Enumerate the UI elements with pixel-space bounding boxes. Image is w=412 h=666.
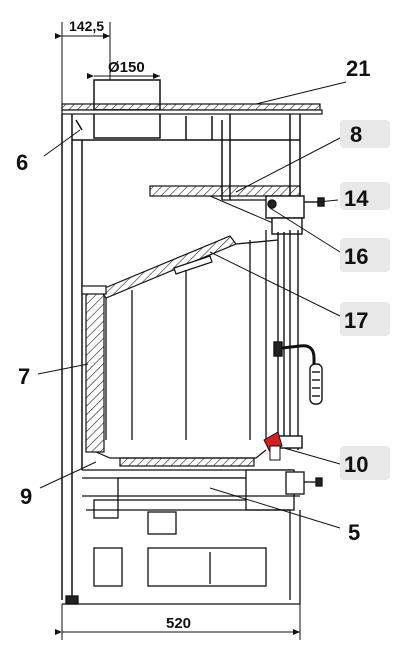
callout-16: 16: [344, 244, 368, 269]
callout-9: 9: [20, 484, 32, 509]
callout-5: 5: [348, 520, 360, 545]
dimension-overall-width: [55, 604, 301, 640]
firebox-chamber: [105, 230, 279, 440]
air-control-part: [263, 431, 283, 461]
callout-6: 6: [16, 150, 28, 175]
lower-base: [62, 495, 301, 605]
door-frame: [275, 230, 303, 450]
callout-7: 7: [18, 364, 30, 389]
upper-firebrick: [99, 235, 237, 299]
dimension-flue-diameter-label: Ø150: [108, 59, 145, 76]
callout-10: 10: [344, 452, 368, 477]
label-boxes: [340, 120, 390, 480]
door-handle: [273, 341, 323, 405]
dimension-overall-width-label: 520: [166, 615, 191, 632]
ash-drawer: [117, 469, 323, 511]
callout-14: 14: [344, 186, 369, 211]
flue-collar: [93, 79, 161, 139]
dimension-top-offset-label: 142,5: [69, 18, 104, 34]
front-upper-assembly: [265, 195, 325, 235]
callout-17: 17: [344, 308, 368, 333]
dimension-top-offset: [55, 22, 111, 108]
leader-lines: [37, 81, 347, 529]
side-firebrick: [81, 285, 107, 453]
callout-numbers: 6 7 9 21 8 14 16 17 10 5: [16, 56, 370, 545]
callout-21: 21: [346, 56, 370, 81]
top-plate: [61, 103, 323, 115]
callout-8: 8: [350, 122, 362, 147]
